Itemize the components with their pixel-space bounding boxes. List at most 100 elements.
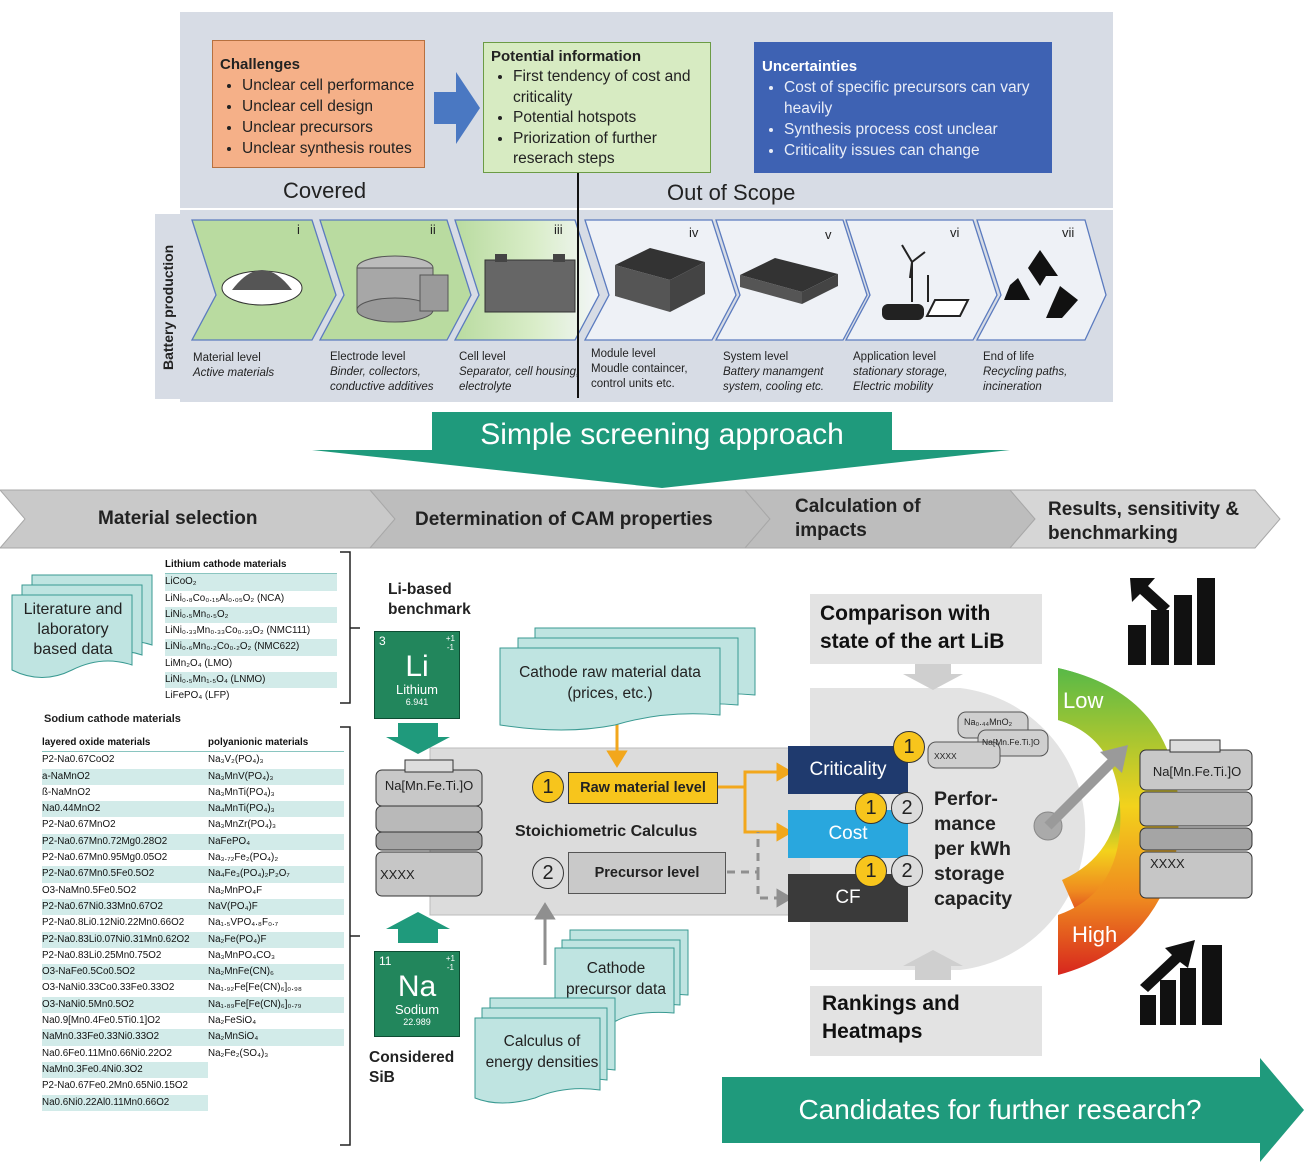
stage-num: iii bbox=[554, 222, 563, 237]
na-name: Sodium bbox=[394, 1002, 440, 1017]
sodium-row: Na0.6Ni0.22Al0.11Mn0.66O2 bbox=[42, 1094, 208, 1111]
criticality-box: Criticality bbox=[788, 746, 908, 794]
rankings-label: Rankings and Heatmaps bbox=[822, 992, 960, 1043]
sodium-row: NaMn0.3Fe0.4Ni0.3O2 bbox=[42, 1061, 208, 1079]
potential-item: First tendency of cost and criticality bbox=[513, 67, 710, 108]
rising-chart-icon bbox=[1140, 940, 1222, 1025]
potential-title: Potential information bbox=[491, 48, 641, 65]
sodium-column-header: polyanionic materials bbox=[208, 735, 344, 753]
sodium-row: Na₂FeSiO₄ bbox=[208, 1015, 257, 1027]
step-chevron-4 bbox=[1008, 489, 1281, 549]
sodium-row: NaV(PO₄)F bbox=[208, 898, 344, 916]
challenge-item: Unclear cell performance bbox=[242, 75, 424, 96]
lithium-row: LiNi₀.₅Mn₀.₅O₂ bbox=[165, 606, 337, 624]
covered-label: Covered bbox=[283, 178, 367, 203]
stage-num: i bbox=[297, 222, 300, 237]
sodium-row: P2-Na0.83Li0.07Ni0.31Mn0.62O2 bbox=[42, 931, 208, 948]
electrode-icon bbox=[356, 255, 449, 323]
rankings-box: Rankings and Heatmaps bbox=[810, 986, 1042, 1056]
uncertainties-title: Uncertainties bbox=[762, 58, 858, 75]
high-label: High bbox=[1072, 922, 1118, 947]
sodium-row: P2-Na0.83Li0.25Mn0.75O2 bbox=[42, 949, 162, 961]
criticality-badge-one: 1 bbox=[893, 731, 925, 763]
sib-cell-stack bbox=[375, 759, 483, 897]
right-arrow bbox=[434, 72, 480, 144]
cell-icon bbox=[484, 254, 576, 313]
step-material-selection: Material selection bbox=[98, 508, 258, 529]
step-results: Results, sensitivity & benchmarking bbox=[1048, 499, 1240, 544]
lithium-row: LiCoO₂ bbox=[165, 574, 337, 591]
sodium-row: Na0.44MnO2 bbox=[42, 801, 208, 818]
lithium-table: Lithium cathode materials LiCoO₂ LiNi₀.₈… bbox=[165, 557, 337, 705]
lithium-row: LiNi₀.₆Mn₀.₂Co₀.₂O₂ (NMC622) bbox=[165, 639, 337, 656]
low-label: Low bbox=[1063, 688, 1104, 713]
sodium-table-title: Sodium cathode materials bbox=[44, 713, 181, 725]
sodium-row: Na₂Fe(PO₄)F bbox=[208, 931, 344, 948]
system-icon bbox=[740, 258, 838, 304]
sodium-row: Na0.9[Mn0.4Fe0.5Ti0.1]O2 bbox=[42, 1015, 161, 1027]
uncertainty-item: Criticality issues can change bbox=[784, 140, 1052, 161]
na-up-arrow bbox=[386, 912, 450, 943]
sodium-row: O3-NaMn0.5Fe0.5O2 bbox=[42, 884, 137, 896]
sodium-row: Na₁.₈₉Fe[Fe(CN)₆]₀.₇₉ bbox=[208, 996, 344, 1014]
lithium-table-title: Lithium cathode materials bbox=[165, 557, 337, 575]
sodium-row: P2-Na0.67Mn0.72Mg0.28O2 bbox=[42, 833, 208, 851]
step-calculation: Calculation of impacts bbox=[795, 496, 921, 541]
comparison-label: Comparison with state of the art LiB bbox=[820, 602, 1005, 653]
cathode-raw-doc bbox=[499, 647, 721, 731]
result-na-formula: Na[Mn.Fe.Ti.]O bbox=[1152, 764, 1242, 779]
small-xxxx: XXXX bbox=[934, 751, 957, 761]
application-icon bbox=[882, 244, 970, 320]
challenge-item: Unclear precursors bbox=[242, 117, 424, 138]
module-icon bbox=[615, 248, 705, 312]
stage-num: v bbox=[825, 227, 832, 242]
li-mass: 6.941 bbox=[405, 697, 429, 707]
sodium-row: ß-NaMnO2 bbox=[42, 786, 91, 798]
literature-document-icon bbox=[11, 574, 153, 678]
stage-num: vii bbox=[1062, 225, 1075, 240]
stage-num: vi bbox=[950, 225, 960, 240]
sodium-row: P2-Na0.8Li0.12Ni0.22Mn0.66O2 bbox=[42, 917, 185, 929]
challenge-item: Unclear synthesis routes bbox=[242, 138, 424, 159]
potential-list: First tendency of cost and criticality P… bbox=[491, 67, 710, 170]
number-two-badge: 2 bbox=[532, 857, 564, 889]
considered-sib-label: Considered SiB bbox=[369, 1049, 455, 1086]
performance-label: Perfor- mance per kWh storage capacity bbox=[934, 788, 1013, 910]
potential-item: Potential hotspots bbox=[513, 108, 710, 129]
recycling-icon bbox=[1004, 250, 1078, 318]
lithium-row: LiNi₀.₃₃Mn₀.₃₃Co₀.₃₃O₂ (NMC111) bbox=[165, 625, 311, 637]
precursor-level-label: Precursor level bbox=[594, 865, 700, 881]
cf-box: CF bbox=[788, 874, 908, 922]
lithium-row: LiNi₀.₅Mn₁.₅O₄ (LNMO) bbox=[165, 672, 337, 689]
sodium-row: NaFePO₄ bbox=[208, 833, 344, 851]
li-down-arrow bbox=[386, 723, 450, 754]
li-benchmark-label: Li-based benchmark bbox=[388, 581, 471, 618]
number-one-badge: 1 bbox=[532, 771, 564, 803]
sodium-row: Na₂MnPO₄F bbox=[208, 884, 263, 896]
challenge-item: Unclear cell design bbox=[242, 96, 424, 117]
criticality-label: Criticality bbox=[809, 759, 887, 780]
lithium-element-tile: 3 +1 -1 Li Lithium 6.941 bbox=[374, 631, 460, 719]
sodium-row: Na0.6Fe0.11Mn0.66Ni0.22O2 bbox=[42, 1047, 172, 1059]
sodium-row: NaMn0.33Fe0.33Ni0.33O2 bbox=[42, 1029, 208, 1046]
candidates-arrow bbox=[722, 1058, 1304, 1162]
comparison-box: Comparison with state of the art LiB bbox=[810, 594, 1042, 664]
sodium-column-header: layered oxide materials bbox=[42, 735, 208, 753]
xxxx-label: XXXX bbox=[380, 867, 415, 882]
sodium-row: O3-NaFe0.5Co0.5O2 bbox=[42, 964, 208, 981]
sodium-row: Na₁.₅VPO₄.₈F₀.₇ bbox=[208, 917, 279, 929]
out-of-scope-label: Out of Scope bbox=[667, 180, 796, 205]
lithium-row: LiMn₂O₄ (LMO) bbox=[165, 657, 233, 669]
result-cell-stack bbox=[1139, 739, 1253, 899]
na-oxidation: +1 -1 bbox=[445, 954, 455, 972]
lithium-row: LiFePO₄ (LFP) bbox=[165, 690, 230, 702]
precursor-level-box: Precursor level bbox=[568, 852, 726, 894]
li-oxidation: +1 -1 bbox=[445, 634, 455, 652]
li-name: Lithium bbox=[396, 682, 438, 697]
uncertainty-item: Cost of specific precursors can vary hea… bbox=[784, 77, 1052, 119]
